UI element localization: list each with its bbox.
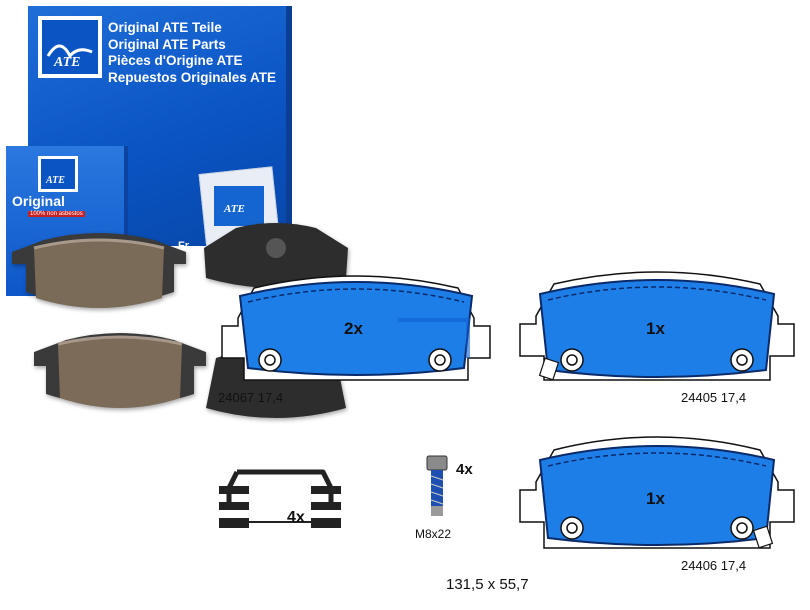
clip-qty: 4x [287, 509, 305, 526]
pad-3-qty: 1x [646, 489, 665, 508]
pad-dimensions: 131,5 x 55,7 [446, 576, 529, 593]
pad-1-code: 24067 17,4 [218, 390, 284, 405]
box-line-1: Original ATE Teile [108, 20, 222, 35]
pad-photo-top [12, 233, 186, 308]
svg-text:ATE: ATE [53, 55, 80, 70]
box-line-2: Original ATE Parts [108, 36, 226, 52]
ate-logo-small-icon: ATE [38, 156, 78, 192]
ate-logo-icon: ATE [38, 16, 102, 78]
pad-diagram-3 [519, 436, 795, 549]
small-box-sub: 100% non asbestos [28, 211, 85, 217]
pad-3-code: 24406 17,4 [681, 558, 747, 573]
anti-rattle-clip-icon [219, 469, 341, 528]
bolt-qty: 4x [456, 461, 473, 478]
box-line-3: Pièces d'Origine ATE [108, 53, 243, 68]
pad-2-code: 24405 17,4 [681, 390, 747, 405]
leaflet-logo-icon: ATE [214, 186, 264, 226]
box-line-4: Repuestos Originales ATE [108, 69, 277, 85]
pad-photo-middle [34, 333, 206, 408]
pad-diagram-1 [221, 275, 491, 381]
box-texts: Original ATE Teile Original ATE Parts Pi… [108, 20, 276, 86]
bolt-size: M8x22 [415, 527, 452, 541]
box-fr-text: Fr [178, 240, 189, 252]
pad-2-qty: 1x [646, 319, 665, 338]
svg-text:ATE: ATE [223, 203, 245, 215]
small-box-label: Original [12, 193, 65, 209]
pad-1-qty: 2x [344, 319, 363, 338]
pad-diagram-2 [519, 271, 795, 381]
bolt-icon [426, 455, 448, 516]
svg-text:ATE: ATE [45, 175, 65, 186]
